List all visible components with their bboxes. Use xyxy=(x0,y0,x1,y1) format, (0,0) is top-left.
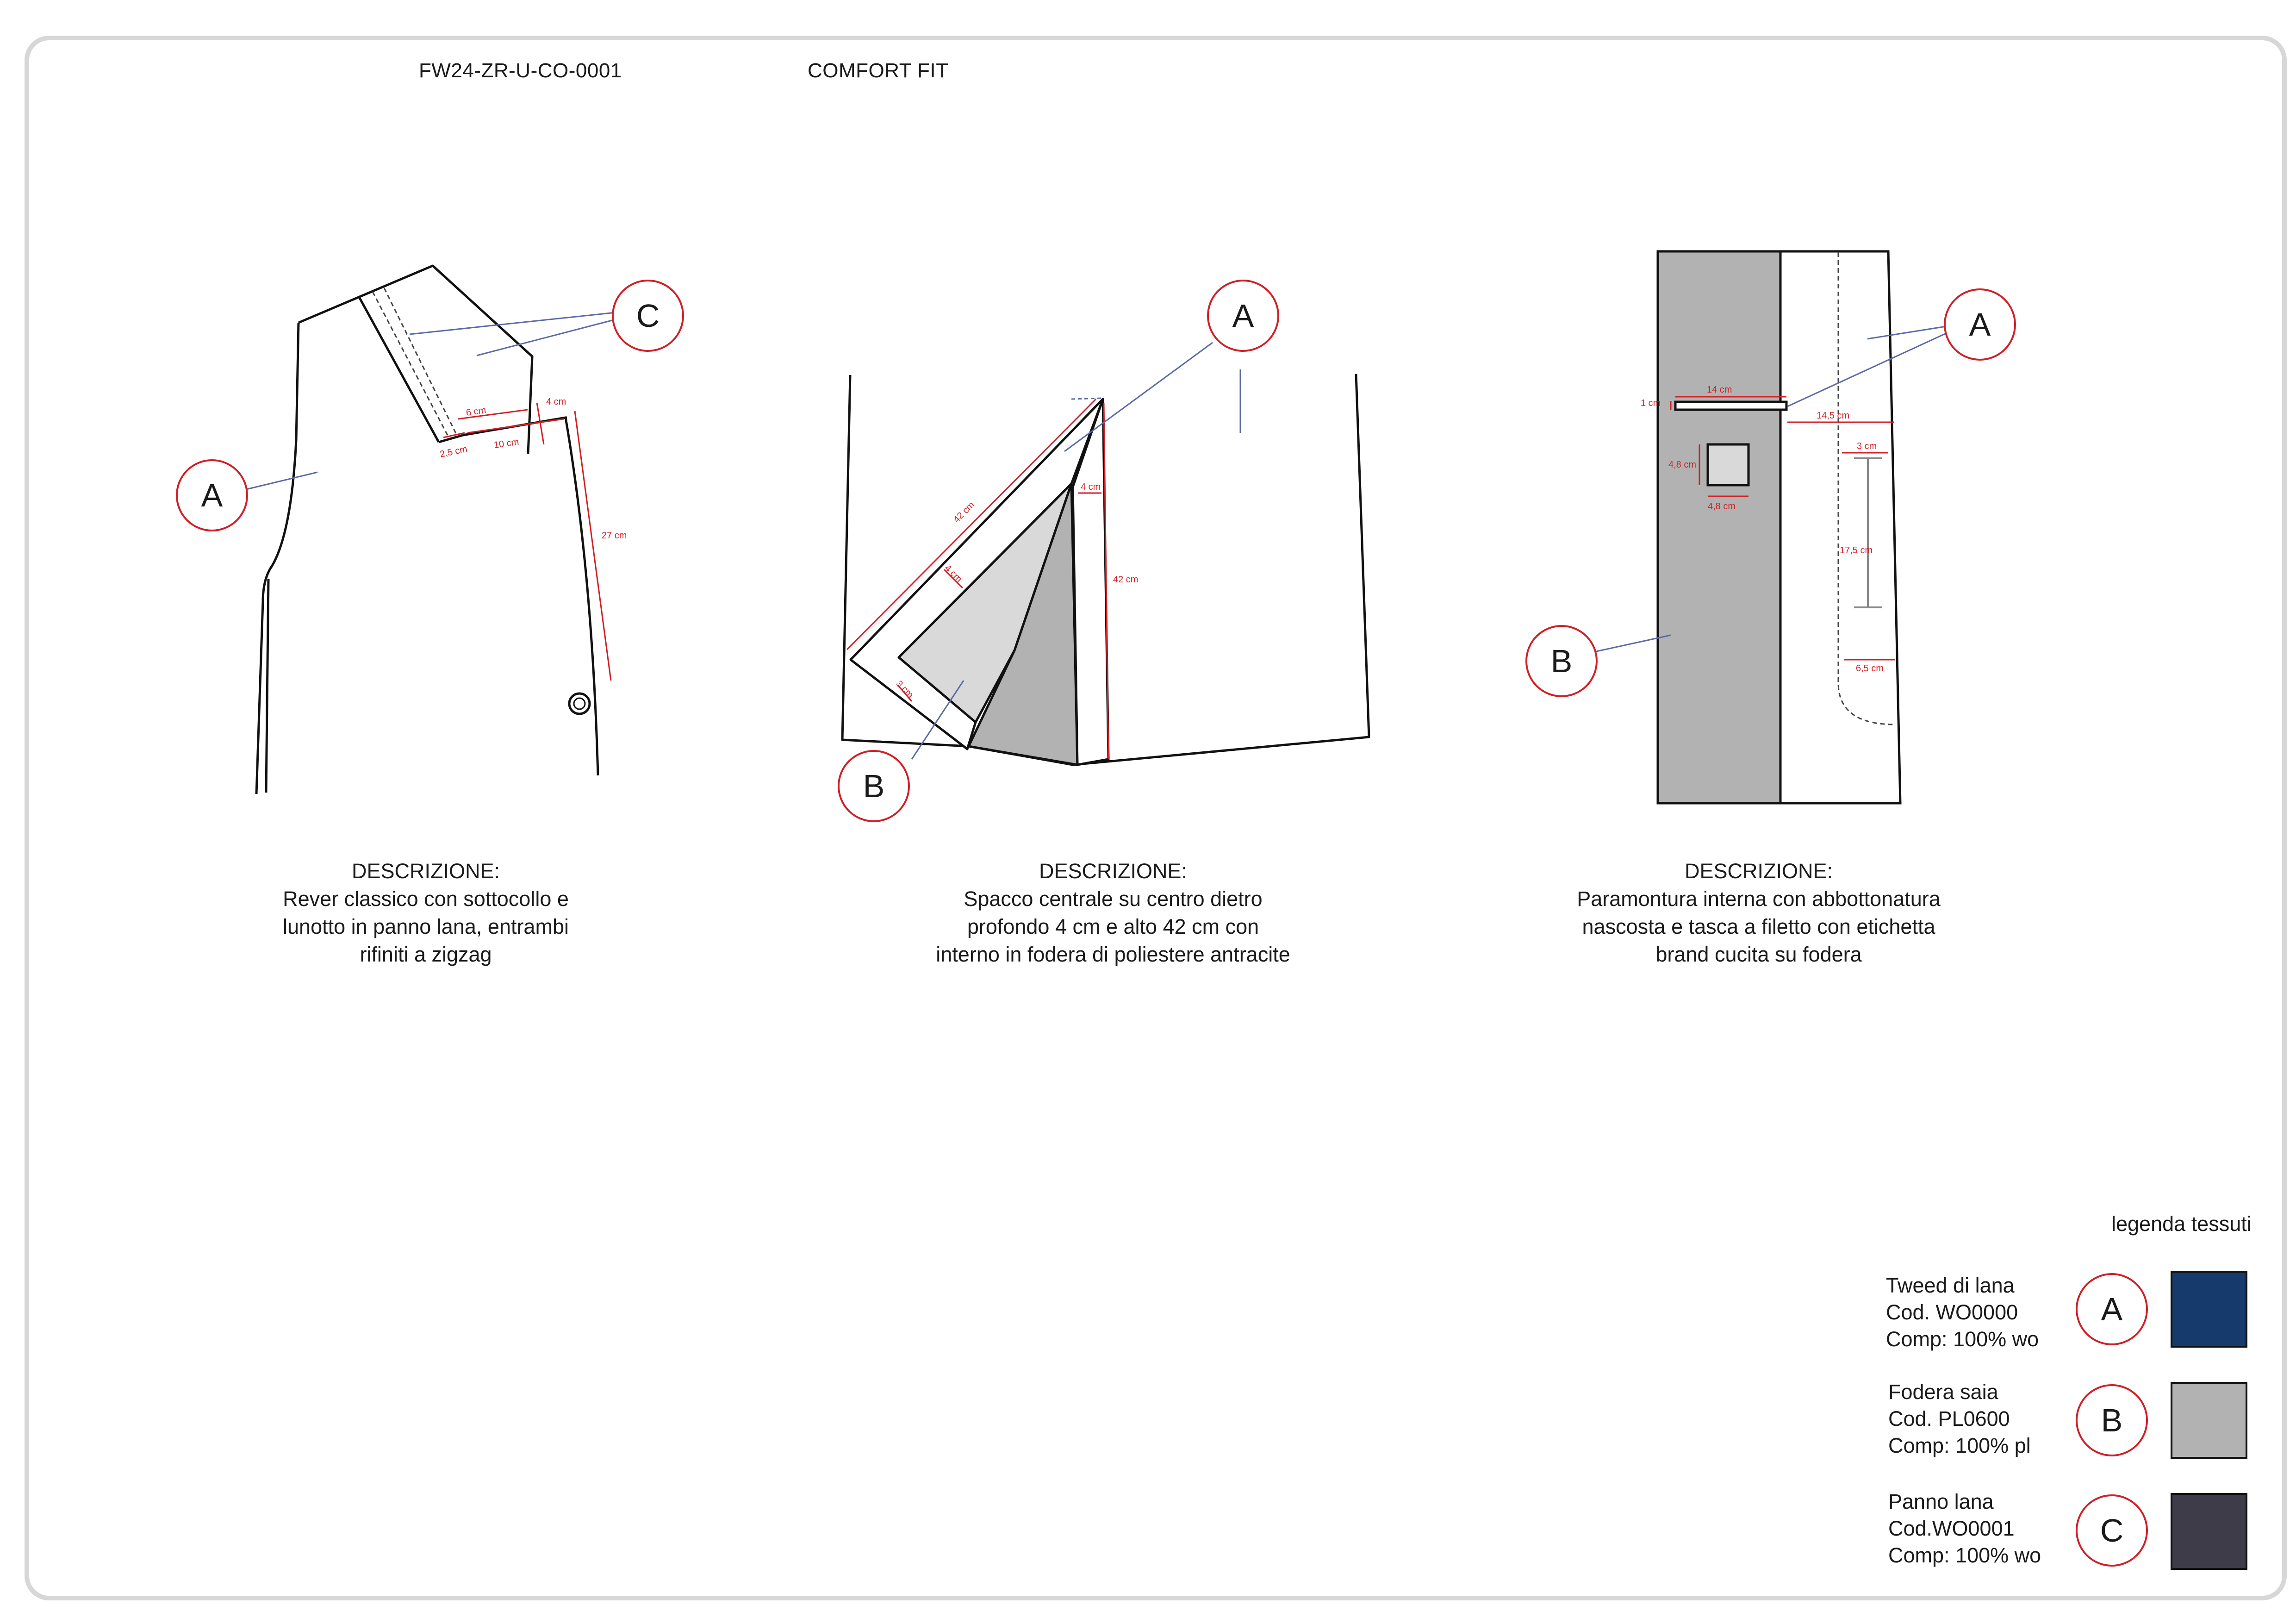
fabric-name: Fodera saia xyxy=(1888,1380,1998,1404)
figure-1-lapel xyxy=(255,264,599,794)
fabric-composition: Comp: 100% pl xyxy=(1888,1434,2031,1457)
legend-label-a: A xyxy=(2076,1273,2148,1345)
legend-label-b: B xyxy=(2076,1384,2148,1456)
description-title: DESCRIZIONE: xyxy=(1684,859,1833,883)
legend-item-a-text: Tweed di lana Cod. WO0000 Comp: 100% wo xyxy=(1886,1272,2039,1353)
figure-3-ibeam xyxy=(1854,457,1882,608)
fabric-code: Cod.WO0001 xyxy=(1888,1517,2015,1540)
dim-42cm-diag: 42 cm xyxy=(952,500,977,525)
legend-item-b-text: Fodera saia Cod. PL0600 Comp: 100% pl xyxy=(1888,1379,2031,1459)
dim-4cm: 4 cm xyxy=(546,397,566,407)
figure-3-description: DESCRIZIONE: Paramontura interna con abb… xyxy=(1504,857,2013,968)
description-line: rifiniti a zigzag xyxy=(360,943,492,966)
figure-2-dimension-lines xyxy=(846,397,1109,760)
fig3-label-a: A xyxy=(1944,288,2016,361)
dim-4cm-top: 4 cm xyxy=(1081,482,1101,492)
fabric-code: Cod. PL0600 xyxy=(1888,1407,2010,1430)
swatch-c xyxy=(2171,1493,2247,1570)
fabric-composition: Comp: 100% wo xyxy=(1888,1543,2041,1567)
figure-2-leaders xyxy=(911,342,1241,760)
dim-4-8cm-width: 4,8 cm xyxy=(1708,501,1736,512)
legend-title: legenda tessuti xyxy=(2111,1212,2252,1236)
dim-14cm: 14 cm xyxy=(1707,385,1732,395)
fabric-name: Tweed di lana xyxy=(1886,1274,2015,1297)
figure-3-leaders xyxy=(1594,325,1947,653)
dim-14-5cm: 14,5 cm xyxy=(1817,411,1849,421)
style-code: FW24-ZR-U-CO-0001 xyxy=(419,59,622,82)
legend-item-c-text: Panno lana Cod.WO0001 Comp: 100% wo xyxy=(1888,1488,2041,1569)
fabric-composition: Comp: 100% wo xyxy=(1886,1327,2039,1351)
dim-3cm-pocket: 3 cm xyxy=(1857,441,1877,451)
description-line: Rever classico con sottocollo e xyxy=(283,887,569,911)
description-line: lunotto in panno lana, entrambi xyxy=(283,915,569,938)
figure-1-stitching xyxy=(372,287,457,437)
figure-1-dimension-lines xyxy=(443,402,612,681)
dim-1cm: 1 cm xyxy=(1641,398,1661,408)
description-line: interno in fodera di poliestere antracit… xyxy=(936,943,1290,966)
sheet-frame xyxy=(25,36,2287,1600)
description-title: DESCRIZIONE: xyxy=(351,859,500,883)
swatch-a xyxy=(2171,1271,2247,1348)
description-line: Spacco centrale su centro dietro xyxy=(964,887,1263,911)
description-line: Paramontura interna con abbottonatura xyxy=(1577,887,1941,911)
figure-3-facing xyxy=(1656,250,1902,805)
dim-17-5cm: 17,5 cm xyxy=(1840,545,1873,556)
figure-1-description: DESCRIZIONE: Rever classico con sottocol… xyxy=(171,857,680,968)
fig2-label-a: A xyxy=(1207,280,1279,352)
figure-2-description: DESCRIZIONE: Spacco centrale su centro d… xyxy=(859,857,1368,968)
fabric-code: Cod. WO0000 xyxy=(1886,1300,2018,1324)
fit-label: COMFORT FIT xyxy=(808,59,949,82)
fig3-label-b: B xyxy=(1525,625,1598,697)
dim-42cm-vert: 42 cm xyxy=(1113,575,1138,585)
figure-1-leaders xyxy=(244,312,616,491)
legend-label-c: C xyxy=(2076,1494,2148,1567)
description-title: DESCRIZIONE: xyxy=(1039,859,1188,883)
dim-27cm: 27 cm xyxy=(602,531,627,541)
dim-6-5cm: 6,5 cm xyxy=(1856,663,1884,674)
description-line: profondo 4 cm e alto 42 cm con xyxy=(967,915,1259,938)
fig1-label-c: C xyxy=(612,280,684,352)
figure-3-dimension-lines xyxy=(1670,396,1895,661)
figure-2-vent xyxy=(841,374,1370,766)
fig2-label-b: B xyxy=(838,750,910,822)
fig1-label-a: A xyxy=(176,459,248,531)
figure-3-pocket-outline xyxy=(1837,252,1896,725)
dim-4-8cm-height: 4,8 cm xyxy=(1668,460,1696,470)
dim-10cm: 10 cm xyxy=(493,437,520,450)
fabric-name: Panno lana xyxy=(1888,1490,1994,1513)
description-line: brand cucita su fodera xyxy=(1655,943,1862,966)
swatch-b xyxy=(2171,1382,2247,1459)
description-line: nascosta e tasca a filetto con etichetta xyxy=(1582,915,1935,938)
dim-2-5cm: 2,5 cm xyxy=(439,444,468,460)
